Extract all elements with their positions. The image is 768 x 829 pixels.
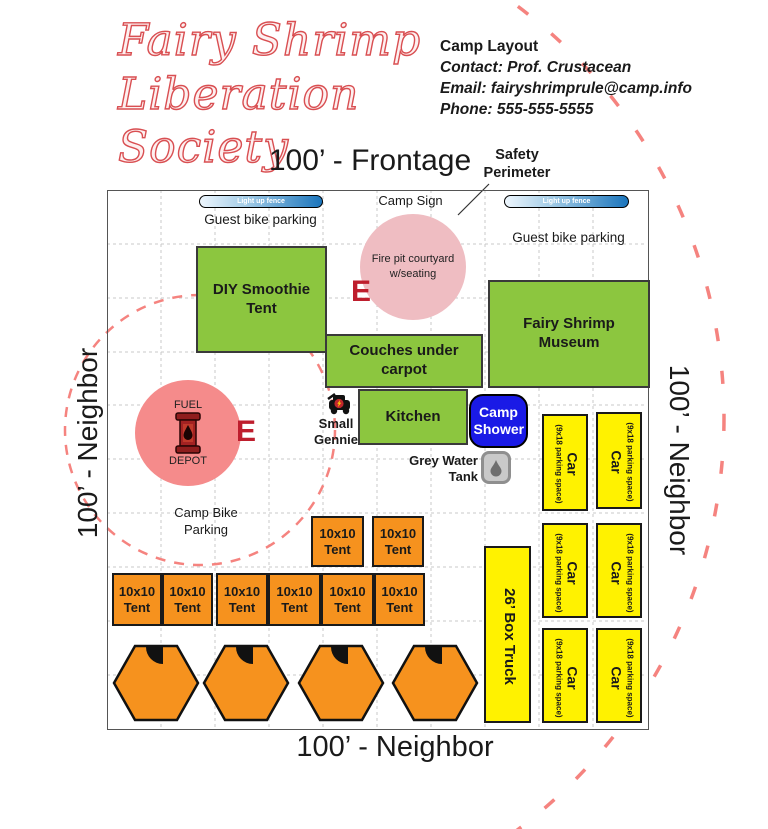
box-truck-label: 26’ Box Truck xyxy=(501,588,518,685)
light-up-fence-left: Light up fence xyxy=(199,195,323,208)
car-parking-space: Car(9x18 parking space) xyxy=(542,523,588,618)
brand-title: Fairy Shrimp Liberation Society xyxy=(117,14,448,175)
camp-bike-parking-label: Camp Bike Parking xyxy=(174,505,238,537)
tent-10x10: 10x10 Tent xyxy=(372,516,424,567)
tent-10x10: 10x10 Tent xyxy=(112,573,162,626)
safety-perimeter-label: Safety Perimeter xyxy=(483,147,551,181)
email-line: Email: fairyshrimprule@camp.info xyxy=(440,80,692,97)
tent-10x10: 10x10 Tent xyxy=(268,573,321,626)
car-parking-space: Car(9x18 parking space) xyxy=(596,628,642,723)
tent-10x10: 10x10 Tent xyxy=(311,516,364,567)
tent-label: 10x10 Tent xyxy=(118,583,156,615)
tent-label: 10x10 Tent xyxy=(381,583,418,615)
car-label: Car xyxy=(608,665,624,690)
car-sub-label: (9x18 parking space) xyxy=(625,421,634,502)
car-sub-label: (9x18 parking space) xyxy=(554,423,563,504)
car-parking-space: Car(9x18 parking space) xyxy=(542,628,588,723)
hex-tent-icon xyxy=(112,644,200,722)
fuel-label-top: FUEL xyxy=(173,399,203,411)
hex-tent-icon xyxy=(297,644,385,722)
fence-label: Light up fence xyxy=(237,198,285,205)
tent-label: 10x10 Tent xyxy=(329,583,366,615)
guest-bike-parking-left: Guest bike parking xyxy=(204,212,317,227)
neighbor-label-bottom: 100’ - Neighbor xyxy=(296,731,494,763)
light-up-fence-right: Light up fence xyxy=(504,195,629,208)
emergency-marker-fuel: E xyxy=(236,415,257,448)
brand-line2: Liberation Society xyxy=(117,68,360,174)
car-parking-space: Car(9x18 parking space) xyxy=(596,412,642,509)
hex-tent-icon xyxy=(391,644,479,722)
generator-icon xyxy=(327,392,350,415)
grey-water-tank xyxy=(481,451,511,484)
fuel-barrel-icon xyxy=(175,412,201,454)
kitchen-label: Kitchen xyxy=(385,407,441,425)
tent-label: 10x10 Tent xyxy=(276,583,313,615)
frontage-label: 100’ - Frontage xyxy=(268,144,472,177)
car-sub-label: (9x18 parking space) xyxy=(554,532,563,613)
car-label: Car xyxy=(564,560,580,585)
car-parking-space: Car(9x18 parking space) xyxy=(596,523,642,618)
brand-line1: Fairy Shrimp xyxy=(117,14,422,66)
hex-tent-icon xyxy=(202,644,290,722)
fuel-depot: FUEL DEPOT xyxy=(135,380,241,486)
grey-water-tank-label: Grey Water Tank xyxy=(409,453,478,484)
kitchen: Kitchen xyxy=(358,389,468,445)
tent-10x10: 10x10 Tent xyxy=(162,573,213,626)
tent-label: 10x10 Tent xyxy=(223,583,261,615)
emergency-marker-fire: E xyxy=(351,275,372,308)
water-drop-icon xyxy=(490,459,502,476)
phone-line: Phone: 555-555-5555 xyxy=(440,101,594,118)
fence-label: Light up fence xyxy=(542,198,591,205)
fairy-shrimp-museum: Fairy Shrimp Museum xyxy=(488,280,650,388)
car-sub-label: (9x18 parking space) xyxy=(625,637,634,718)
car-parking-space: Car(9x18 parking space) xyxy=(542,414,588,511)
contact-info-block: Camp Layout Contact: Prof. Crustacean Em… xyxy=(440,36,740,120)
neighbor-label-right: 100’ - Neighbor xyxy=(664,364,695,556)
tent-label: 10x10 Tent xyxy=(319,525,356,557)
camp-sign-label: Camp Sign xyxy=(378,193,443,208)
guest-bike-parking-right: Guest bike parking xyxy=(512,230,625,245)
tent-10x10: 10x10 Tent xyxy=(374,573,425,626)
car-label: Car xyxy=(564,451,580,476)
safety-perimeter-leader-line xyxy=(457,183,490,216)
car-label: Car xyxy=(564,665,580,690)
layout-title: Camp Layout xyxy=(440,38,539,55)
camp-shower: Camp Shower xyxy=(469,394,528,448)
car-label: Car xyxy=(608,449,624,474)
fire-pit-label: Fire pit courtyard w/seating xyxy=(371,253,455,280)
fire-pit-courtyard: Fire pit courtyard w/seating xyxy=(360,214,466,320)
tent-label: 10x10 Tent xyxy=(379,525,417,557)
camp-shower-label: Camp Shower xyxy=(473,404,525,437)
car-sub-label: (9x18 parking space) xyxy=(554,637,563,718)
fuel-outer-perimeter-circle xyxy=(506,0,726,829)
small-gennie-label: Small Gennie xyxy=(313,416,359,447)
car-label: Car xyxy=(608,560,624,585)
couches-under-carpot: Couches under carpot xyxy=(325,334,483,388)
diy-smoothie-tent-label: DIY Smoothie Tent xyxy=(212,280,311,317)
fuel-label-bottom: DEPOT xyxy=(169,455,207,467)
camp-map: Light up fence Light up fence Camp Sign … xyxy=(107,190,650,730)
tent-10x10: 10x10 Tent xyxy=(321,573,374,626)
box-truck: 26’ Box Truck xyxy=(484,546,531,723)
diy-smoothie-tent: DIY Smoothie Tent xyxy=(196,246,327,353)
tent-10x10: 10x10 Tent xyxy=(216,573,268,626)
contact-line: Contact: Prof. Crustacean xyxy=(440,59,632,76)
car-sub-label: (9x18 parking space) xyxy=(625,532,634,613)
couches-label: Couches under carpot xyxy=(349,342,459,378)
tent-label: 10x10 Tent xyxy=(169,583,206,615)
neighbor-label-left: 100’ - Neighbor xyxy=(72,347,103,539)
museum-label: Fairy Shrimp Museum xyxy=(523,315,615,351)
